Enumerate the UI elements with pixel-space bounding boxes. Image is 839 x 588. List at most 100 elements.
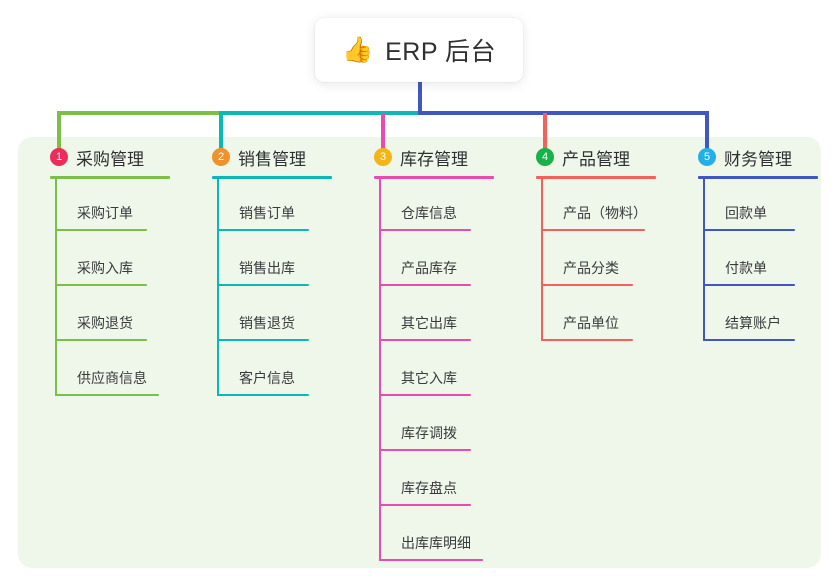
connector-bus-segment-3 <box>418 111 709 115</box>
list-item-underline <box>703 229 795 231</box>
connector-drop-4 <box>543 113 547 151</box>
list-item[interactable]: 其它入库 <box>379 344 512 399</box>
list-item[interactable]: 产品（物料） <box>541 179 674 234</box>
list-item-label: 回款单 <box>725 205 767 221</box>
list-item-label: 付款单 <box>725 260 767 276</box>
list-item-label: 采购退货 <box>77 315 133 331</box>
list-item-underline <box>217 394 309 396</box>
list-item[interactable]: 库存盘点 <box>379 454 512 509</box>
list-item[interactable]: 采购入库 <box>55 234 188 289</box>
connector-bus-segment-2 <box>219 111 418 115</box>
column-item-list: 产品（物料） 产品分类产品单位 <box>541 179 674 344</box>
list-item-underline <box>703 339 795 341</box>
list-item-label: 产品分类 <box>563 260 619 276</box>
list-item[interactable]: 产品分类 <box>541 234 674 289</box>
list-item-label: 采购入库 <box>77 260 133 276</box>
list-item[interactable]: 销售订单 <box>217 179 350 234</box>
column-trunk-line <box>703 179 705 341</box>
column-header-3[interactable]: 3 库存管理 <box>352 143 512 171</box>
root-connector-stem <box>418 80 422 113</box>
list-item-label: 销售出库 <box>239 260 295 276</box>
list-item[interactable]: 出库库明细 <box>379 509 512 564</box>
column-title: 采购管理 <box>76 149 144 169</box>
list-item[interactable]: 产品库存 <box>379 234 512 289</box>
list-item-underline <box>55 394 159 396</box>
list-item[interactable]: 付款单 <box>703 234 836 289</box>
list-item-label: 客户信息 <box>239 370 295 386</box>
list-item-underline <box>703 284 795 286</box>
list-item[interactable]: 采购订单 <box>55 179 188 234</box>
list-item-underline <box>379 284 471 286</box>
list-item-underline <box>217 339 309 341</box>
column-title: 销售管理 <box>238 149 306 169</box>
thumbs-up-icon: 👍 <box>341 35 374 64</box>
list-item-label: 库存盘点 <box>401 480 457 496</box>
connector-drop-2 <box>219 113 223 151</box>
list-item-underline <box>379 394 471 396</box>
list-item-label: 库存调拨 <box>401 425 457 441</box>
list-item[interactable]: 仓库信息 <box>379 179 512 234</box>
connector-drop-1 <box>57 113 61 151</box>
column-trunk-line <box>541 179 543 341</box>
column-2: 2 销售管理销售订单销售出库销售退货客户信息 <box>190 143 350 399</box>
column-number-badge: 5 <box>698 148 716 166</box>
column-item-list: 仓库信息产品库存其它出库其它入库库存调拨库存盘点出库库明细 <box>379 179 512 564</box>
connector-drop-5 <box>705 113 709 151</box>
list-item-underline <box>217 284 309 286</box>
column-header-4[interactable]: 4 产品管理 <box>514 143 674 171</box>
list-item[interactable]: 供应商信息 <box>55 344 188 399</box>
column-number-badge: 4 <box>536 148 554 166</box>
column-trunk-line <box>217 179 219 396</box>
column-header-2[interactable]: 2 销售管理 <box>190 143 350 171</box>
list-item-label: 产品单位 <box>563 315 619 331</box>
list-item-underline <box>217 229 309 231</box>
list-item-underline <box>55 229 147 231</box>
list-item-underline <box>541 339 633 341</box>
column-title: 库存管理 <box>400 149 468 169</box>
list-item-label: 仓库信息 <box>401 205 457 221</box>
column-header-underline <box>50 176 170 179</box>
list-item-label: 销售订单 <box>239 205 295 221</box>
list-item[interactable]: 库存调拨 <box>379 399 512 454</box>
list-item-label: 结算账户 <box>725 315 781 331</box>
column-number-badge: 2 <box>212 148 230 166</box>
list-item-underline <box>55 339 147 341</box>
list-item-label: 产品（物料） <box>563 205 647 221</box>
column-title: 产品管理 <box>562 149 630 169</box>
column-number-badge: 3 <box>374 148 392 166</box>
list-item-label: 其它出库 <box>401 315 457 331</box>
column-item-list: 销售订单销售出库销售退货客户信息 <box>217 179 350 399</box>
column-item-list: 回款单付款单结算账户 <box>703 179 836 344</box>
list-item[interactable]: 销售出库 <box>217 234 350 289</box>
list-item[interactable]: 产品单位 <box>541 289 674 344</box>
list-item-label: 销售退货 <box>239 315 295 331</box>
list-item-underline <box>379 229 471 231</box>
list-item-underline <box>541 229 645 231</box>
list-item[interactable]: 其它出库 <box>379 289 512 344</box>
list-item-label: 出库库明细 <box>401 535 471 551</box>
column-trunk-line <box>379 179 381 561</box>
list-item-label: 其它入库 <box>401 370 457 386</box>
column-item-list: 采购订单采购入库采购退货供应商信息 <box>55 179 188 399</box>
diagram-panel <box>18 137 821 568</box>
list-item[interactable]: 客户信息 <box>217 344 350 399</box>
connector-bus-segment-1 <box>57 111 219 115</box>
column-trunk-line <box>55 179 57 396</box>
list-item[interactable]: 结算账户 <box>703 289 836 344</box>
list-item-underline <box>379 339 471 341</box>
column-header-underline <box>374 176 494 179</box>
list-item[interactable]: 销售退货 <box>217 289 350 344</box>
list-item-label: 供应商信息 <box>77 370 147 386</box>
list-item[interactable]: 回款单 <box>703 179 836 234</box>
list-item-underline <box>379 449 471 451</box>
root-title-card: 👍 ERP 后台 <box>315 18 523 82</box>
list-item-underline <box>379 559 483 561</box>
connector-drop-3 <box>381 113 385 151</box>
page-title: ERP 后台 <box>385 38 497 66</box>
list-item-label: 产品库存 <box>401 260 457 276</box>
list-item[interactable]: 采购退货 <box>55 289 188 344</box>
